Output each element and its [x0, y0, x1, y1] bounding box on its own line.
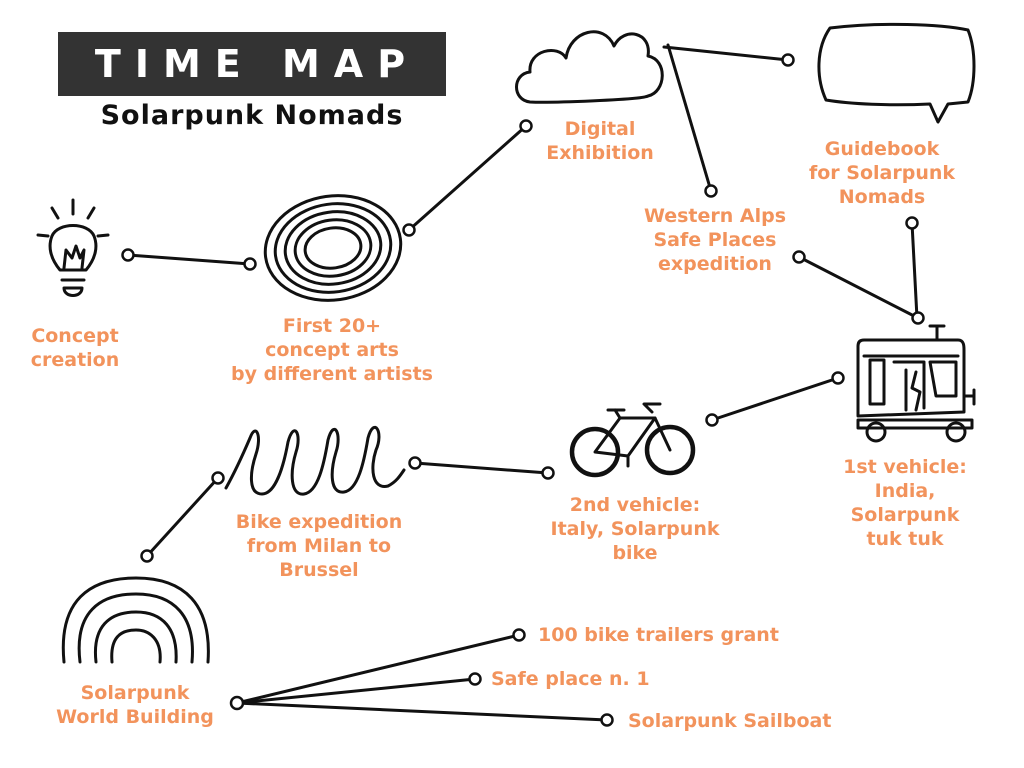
- connector-dots: [121, 53, 925, 727]
- connector-worldbuilding-to-sailboat: [235, 701, 609, 722]
- connector-worldbuilding-to-trailers: [235, 633, 521, 705]
- label-guidebook: Guidebook for Solarpunk Nomads: [808, 138, 956, 208]
- tuk-tuk-icon: [856, 324, 976, 443]
- connector-dot: [408, 456, 422, 470]
- speech-bubble-icon: [817, 22, 976, 124]
- connector-dot: [243, 257, 257, 271]
- connector-dot: [792, 250, 806, 264]
- label-concept-creation: Concept creation: [30, 325, 120, 371]
- label-digital-exhibition: Digital Exhibition: [546, 118, 654, 164]
- connector-tuktuk-to-bike: [710, 376, 840, 422]
- connector-dot: [519, 119, 533, 133]
- label-second-vehicle: 2nd vehicle: Italy, Solarpunk bike: [550, 494, 720, 564]
- connector-dot: [831, 371, 845, 385]
- squiggle-icon: [224, 425, 406, 496]
- connector-dot: [905, 216, 919, 230]
- connector-dot: [541, 466, 555, 480]
- bicycle-icon: [569, 402, 696, 478]
- connector-worldbuilding-to-safeplace: [235, 677, 477, 705]
- connector-dot: [704, 184, 718, 198]
- connector-dot: [121, 248, 135, 262]
- connector-dot: [781, 53, 795, 67]
- connector-expedition-to-worldbuilding: [145, 476, 220, 558]
- connector-dot: [705, 413, 719, 427]
- connector-guidebook-to-tuktuk: [910, 221, 919, 320]
- label-sailboat: Solarpunk Sailboat: [628, 710, 832, 732]
- nested-rings-icon: [263, 194, 403, 302]
- connector-exhibition-to-alps: [666, 43, 713, 193]
- connector-dot: [600, 713, 614, 727]
- cloud-icon: [515, 30, 664, 104]
- connector-arts-to-exhibition: [407, 124, 528, 232]
- label-first-vehicle: 1st vehicle: India, Solarpunk tuk tuk: [843, 456, 967, 550]
- label-safe-place: Safe place n. 1: [491, 668, 650, 690]
- label-western-alps: Western Alps Safe Places expedition: [643, 205, 787, 275]
- label-world-building: Solarpunk World Building: [56, 682, 214, 728]
- rainbow-icon: [61, 576, 210, 664]
- connector-dot: [211, 471, 225, 485]
- label-concept-arts: First 20+ concept arts by different arti…: [231, 315, 433, 385]
- lightbulb-icon: [36, 198, 110, 297]
- connector-alps-to-tuktuk: [797, 255, 920, 320]
- connector-exhibition-to-guidebook: [662, 45, 790, 62]
- label-bike-trailers: 100 bike trailers grant: [538, 624, 779, 646]
- connector-dot: [140, 549, 154, 563]
- connector-dot: [911, 311, 925, 325]
- connector-dot: [512, 628, 526, 642]
- connector-lines: [126, 43, 920, 722]
- connector-dot: [229, 695, 245, 711]
- page-title: TIME MAP: [58, 32, 446, 96]
- page-subtitle: Solarpunk Nomads: [100, 100, 404, 131]
- connector-bike-to-expedition: [413, 461, 550, 475]
- connector-dot: [402, 223, 416, 237]
- connector-concept-to-arts: [126, 253, 252, 266]
- connector-dot: [468, 672, 482, 686]
- label-bike-expedition: Bike expedition from Milan to Brussel: [235, 511, 403, 581]
